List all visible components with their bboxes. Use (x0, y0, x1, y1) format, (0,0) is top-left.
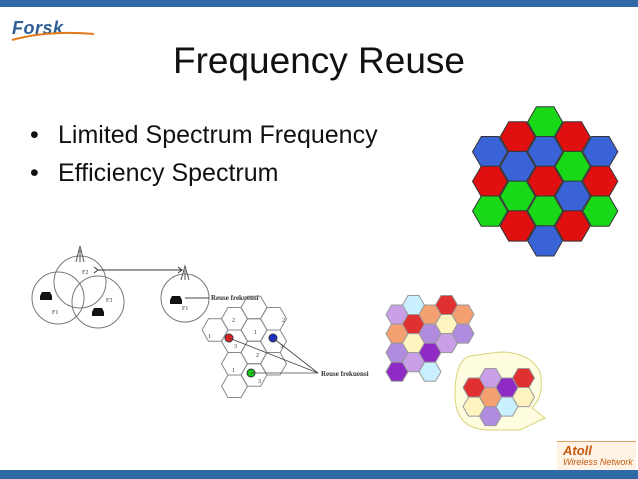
forsk-logo: Forsk (8, 16, 98, 44)
cell-label-f2: F2 (82, 270, 88, 276)
hex-number: 2 (232, 318, 235, 324)
cell-label-f1-reuse: F1 (182, 306, 188, 312)
atoll-logo: Atoll Wireless Network (557, 441, 636, 470)
bullet-marker: • (30, 159, 39, 187)
reuse-hex-outline (240, 295, 268, 320)
pastel-hex-cell (511, 368, 536, 388)
pastel-hex-cell (418, 361, 442, 382)
cell-label-f3: F3 (106, 298, 112, 304)
slide-title: Frequency Reuse (172, 40, 466, 81)
bullet-list: • Limited Spectrum Frequency • Efficiency … (30, 116, 378, 192)
bullet-text: Efficiency Spectrum (58, 159, 279, 187)
bullet-item: • Efficiency Spectrum (30, 154, 378, 192)
atoll-subtitle: Wireless Network (563, 457, 633, 467)
pastel-hex-cell (451, 323, 475, 344)
bullet-item: • Limited Spectrum Frequency (30, 116, 378, 154)
reuse-hex-cell (582, 195, 619, 227)
hex-number: 3 (280, 344, 283, 350)
hex-number: 3 (258, 379, 261, 385)
top-accent-bar (0, 0, 638, 7)
bullet-text: Limited Spectrum Frequency (58, 121, 378, 149)
reuse-hex-cell (471, 195, 509, 227)
cell-label-f1: F1 (52, 310, 58, 316)
reuse-hex-outline (259, 352, 288, 376)
pastel-hex-cell (511, 387, 536, 408)
reuse-hex-cell (527, 225, 564, 257)
hex-number: 1 (208, 334, 211, 340)
hex-number: 1 (254, 330, 257, 336)
reuse-hex-cell (554, 210, 591, 242)
hex-number: 2 (256, 353, 259, 359)
reuse-arrow-line (272, 337, 319, 374)
reuse-label-left: Reuse frekuensi (211, 294, 259, 302)
hex-number: 2 (282, 318, 285, 324)
atoll-name: Atoll (563, 443, 592, 458)
pastel-hex-cell (451, 304, 475, 325)
bullet-marker: • (30, 121, 39, 149)
reuse-label-mid: Reuse frekuensi (321, 370, 369, 378)
reuse-hex-cell (499, 210, 536, 242)
hex-number: 1 (232, 368, 235, 374)
hex-number: 3 (234, 344, 237, 350)
logo-swoosh-icon (11, 31, 95, 41)
reuse-arrow-line (228, 337, 319, 374)
bottom-accent-bar (0, 470, 638, 479)
